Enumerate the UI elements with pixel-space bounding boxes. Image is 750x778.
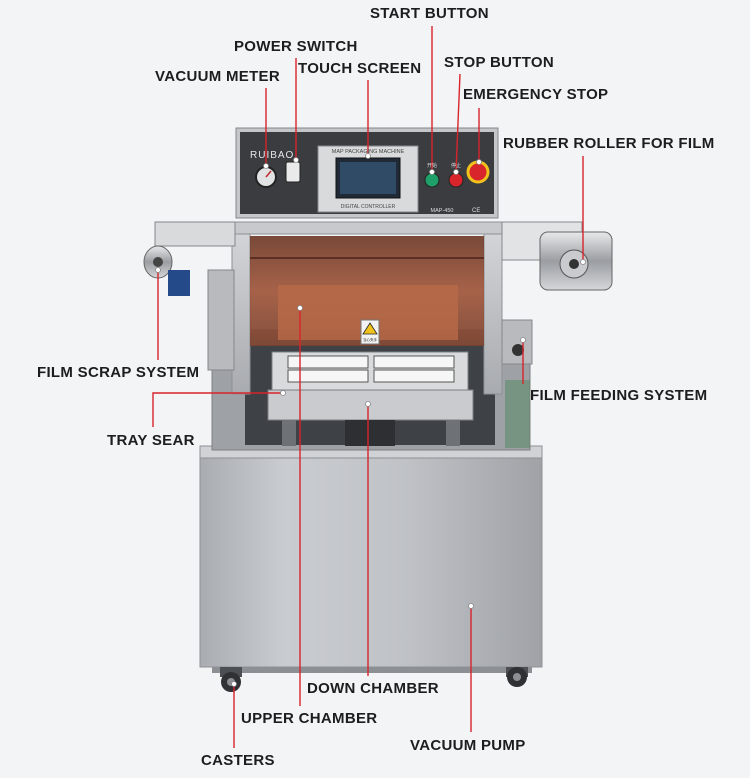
warning-sticker — [360, 319, 380, 345]
warning-caption: 当心夹手 — [363, 337, 377, 342]
caster-left — [220, 667, 242, 692]
screen-subtitle: DIGITAL CONTROLLER — [341, 204, 396, 210]
screen-title: MAP PACKAGING MACHINE — [332, 149, 405, 155]
label-power-switch: POWER SWITCH — [234, 38, 358, 55]
leader-tray-sear — [152, 392, 283, 427]
leader-stop — [455, 73, 461, 173]
caster-right — [506, 667, 528, 687]
tray-mold — [271, 351, 469, 391]
emergency-stop-button — [466, 160, 490, 184]
label-stop-button: STOP BUTTON — [444, 54, 554, 71]
start-button — [424, 172, 440, 188]
label-casters: CASTERS — [201, 752, 275, 769]
start-caption: 开始 — [427, 162, 437, 169]
leader-lines — [152, 26, 584, 748]
leader-endpoints — [155, 153, 586, 687]
model-label: MAP-450 — [431, 208, 454, 214]
label-tray-sear: TRAY SEAR — [107, 432, 195, 449]
label-film-feeding: FILM FEEDING SYSTEM — [530, 387, 708, 404]
film-scrap-roller — [143, 221, 236, 296]
label-emergency-stop: EMERGENCY STOP — [463, 86, 609, 103]
label-vacuum-meter: VACUUM METER — [155, 68, 280, 85]
stop-button — [448, 172, 464, 188]
label-vacuum-pump: VACUUM PUMP — [410, 737, 526, 754]
ce-mark: CE — [472, 208, 480, 214]
base-cabinet — [199, 454, 543, 668]
label-touch-screen: TOUCH SCREEN — [298, 60, 422, 77]
film-feeding-roller — [501, 221, 613, 365]
label-start-button: START BUTTON — [370, 5, 489, 22]
label-film-scrap: FILM SCRAP SYSTEM — [37, 364, 200, 381]
brand-logo: RUIBAO — [250, 150, 294, 161]
label-down-chamber: DOWN CHAMBER — [307, 680, 439, 697]
label-rubber-roller: RUBBER ROLLER FOR FILM — [503, 135, 715, 152]
stop-caption: 停止 — [451, 162, 461, 169]
power-switch — [285, 161, 301, 183]
label-upper-chamber: UPPER CHAMBER — [241, 710, 378, 727]
